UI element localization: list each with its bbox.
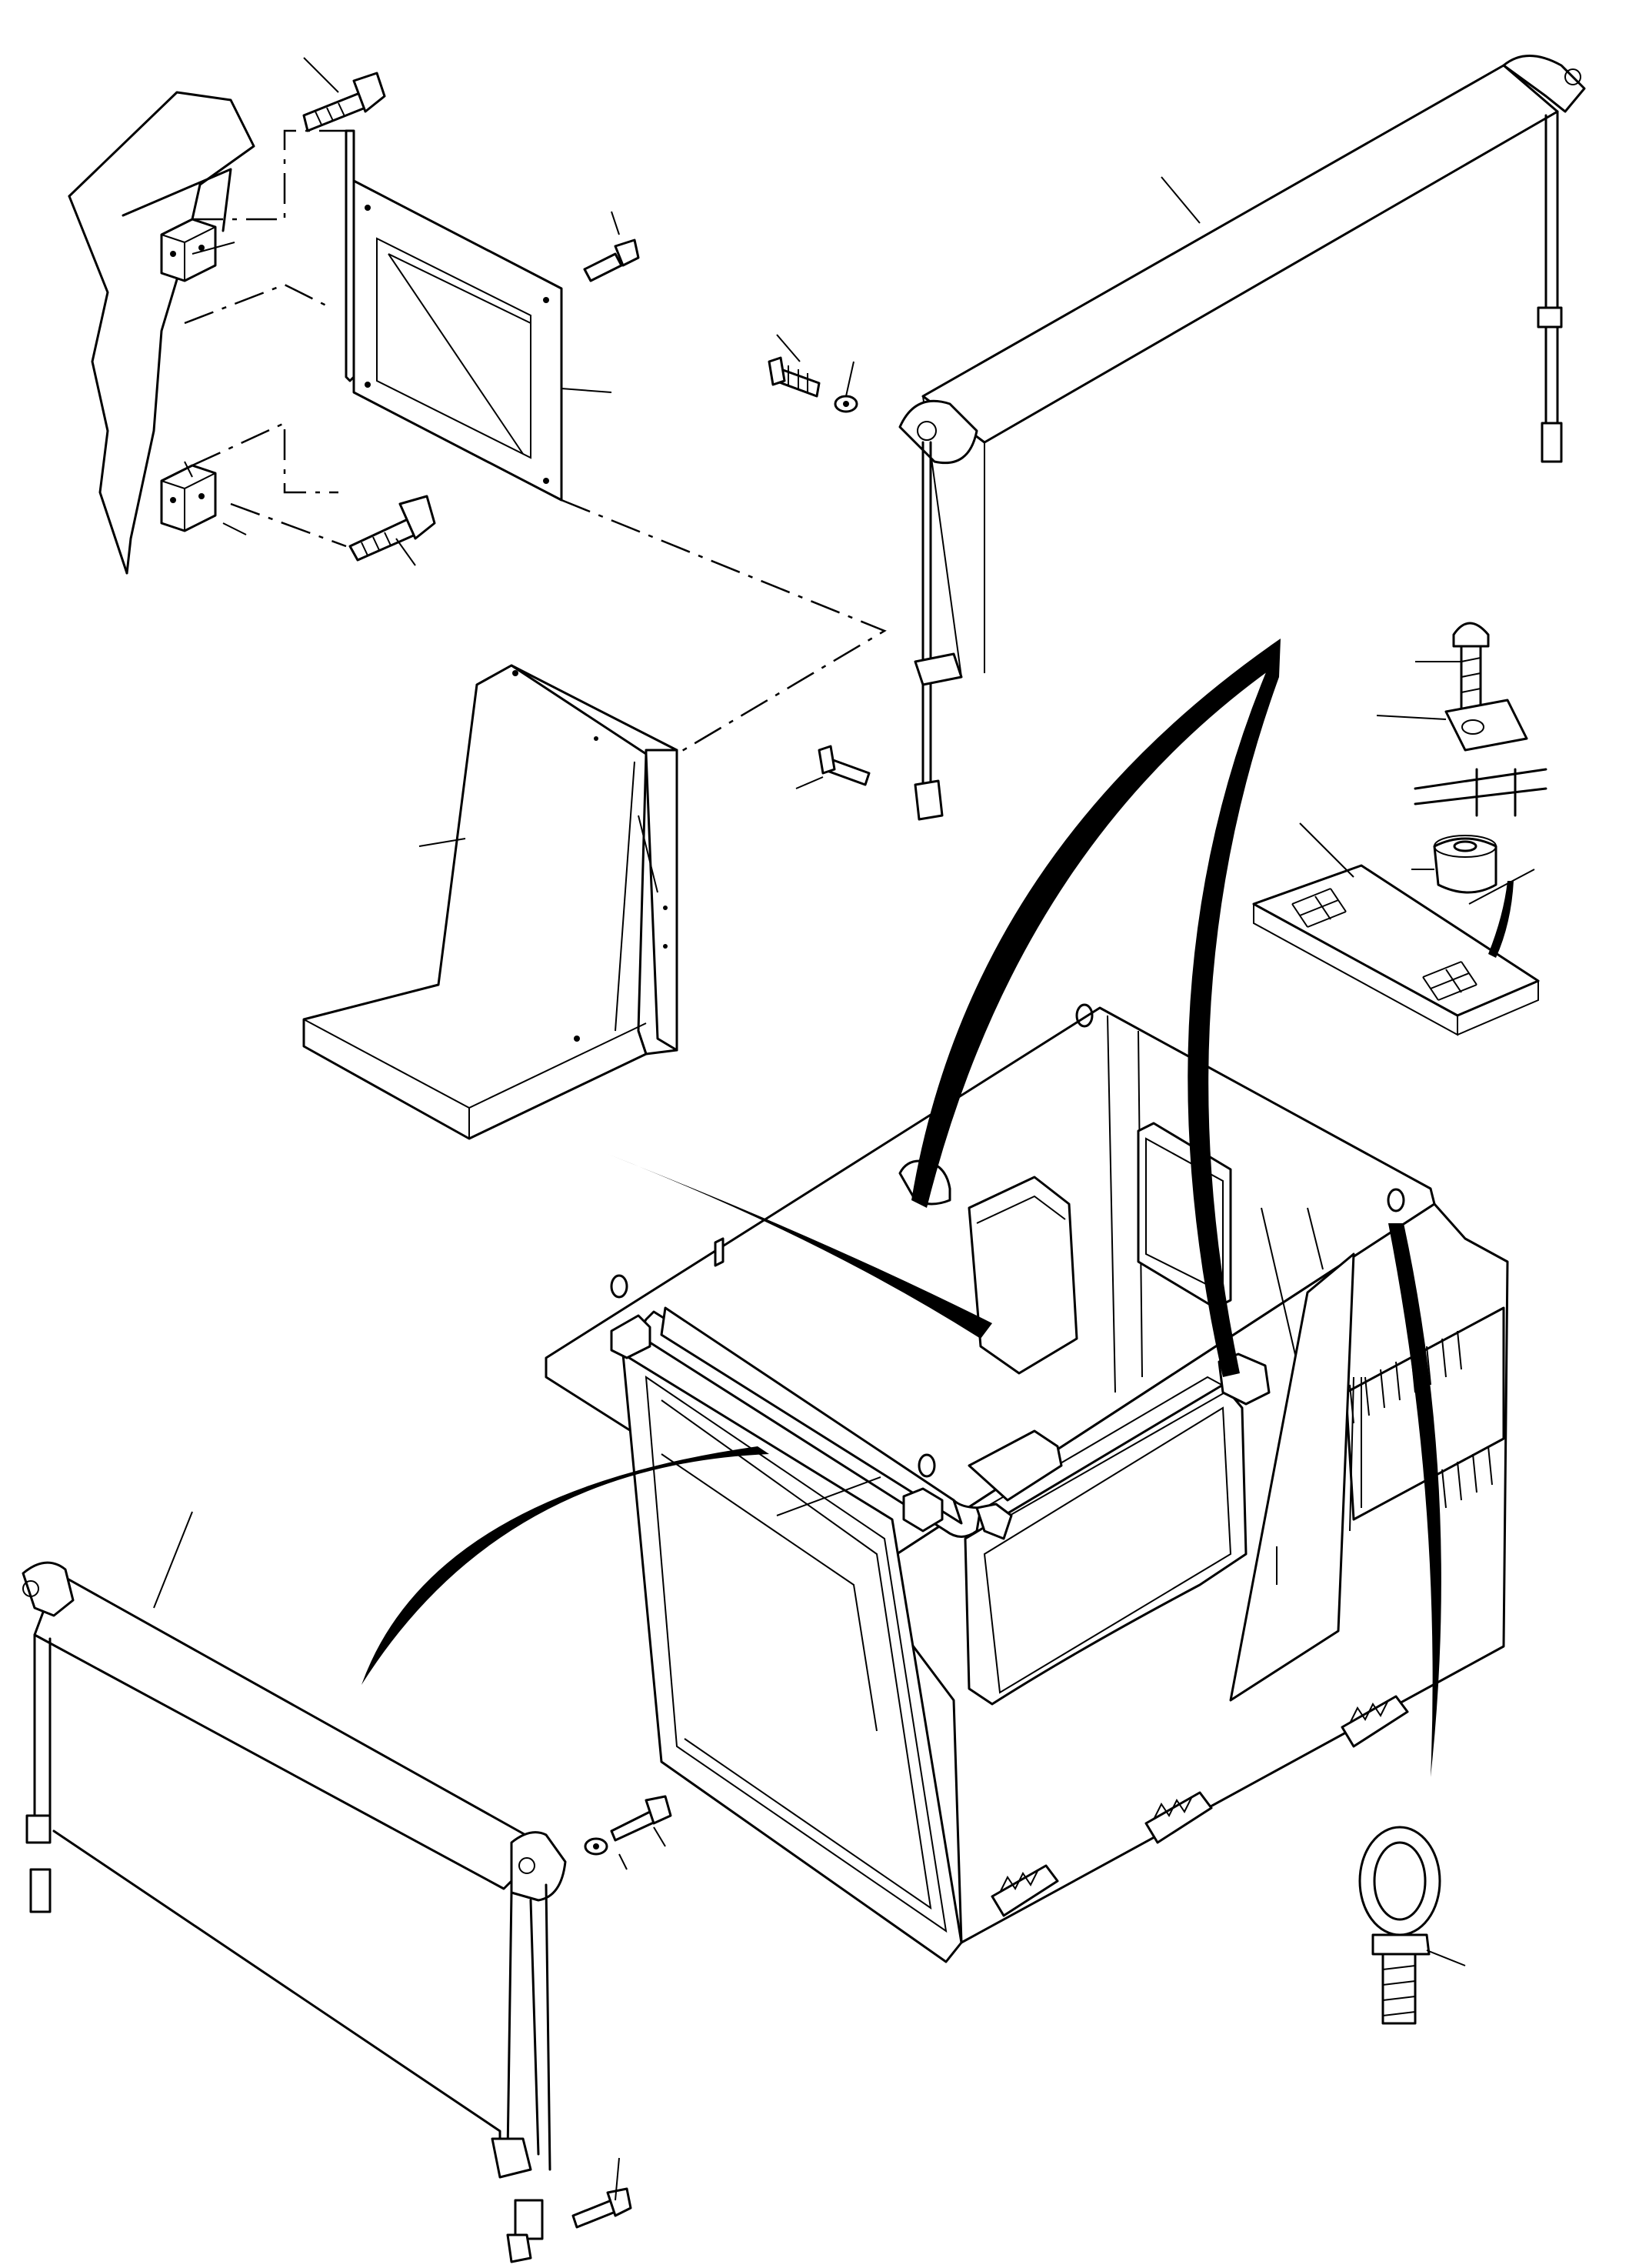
alignment-line-5: [561, 499, 887, 755]
washer-plate: [1376, 699, 1528, 752]
bolt-top-left: [302, 72, 386, 132]
mounting-block-upper: [160, 218, 217, 282]
mounting-block-lower: [160, 461, 217, 532]
mat-pad: [1252, 822, 1540, 1036]
hinged-frame-plate: [345, 129, 563, 502]
swoosh-arrow-center-right: [1188, 639, 1281, 1377]
alignment-line-4: [230, 502, 347, 548]
bolt-middle-left: [348, 495, 436, 562]
cab-lifting-rings: [610, 1003, 1405, 1478]
operator-seat: [302, 664, 678, 1140]
alignment-line-3: [192, 422, 338, 494]
swoosh-arrow-eye-bolt: [1388, 1223, 1441, 1777]
screw-frame: [583, 211, 640, 282]
bolt-vertical-right: [1415, 622, 1490, 713]
mount-cross-section: [1411, 768, 1547, 905]
screw-lower-blind: [584, 1795, 672, 1870]
leader-lines-top-left: [192, 57, 612, 566]
alignment-line-1: [192, 129, 354, 221]
screw-blind-top: [768, 334, 858, 413]
cab-feet-brackets: [991, 1695, 1409, 1917]
eye-bolt: [1358, 1826, 1466, 2025]
roller-blind-lower-left: [22, 1511, 567, 2263]
leader-lines-cab: [776, 1476, 1278, 1585]
roller-blind-upper-right: [898, 55, 1586, 821]
screw-bottom: [571, 2157, 632, 2229]
cab-roof-rollers: [610, 1159, 1271, 1540]
swoosh-arrow-seat: [608, 1154, 992, 1339]
alignment-line-2: [184, 283, 331, 325]
curved-arrow-mat: [1488, 881, 1514, 958]
screw-blind-lower: [795, 745, 871, 789]
